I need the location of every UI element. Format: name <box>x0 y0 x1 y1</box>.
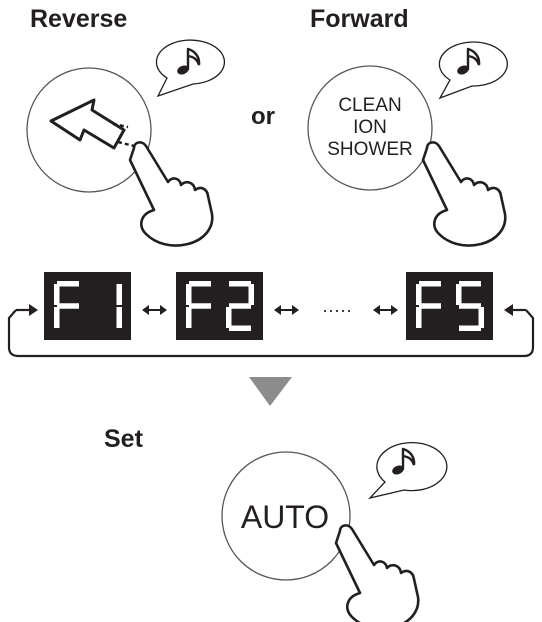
display-segment-F-g <box>57 303 79 309</box>
display-segment-F-a <box>57 281 79 287</box>
cycle-entry-arrowhead <box>29 304 38 316</box>
set-heading: Set <box>104 425 144 453</box>
display-segment-F-a <box>189 281 211 287</box>
display-segment-F-f <box>416 284 422 305</box>
auto-button[interactable] <box>221 451 351 581</box>
display-segment-2-a <box>229 281 251 287</box>
display-segment-2-g <box>229 303 251 309</box>
ellipsis: ····· <box>322 300 352 320</box>
display-segment-5-c <box>478 307 484 328</box>
clean-label: CLEAN <box>338 95 401 116</box>
display-segment-F-e <box>416 307 422 328</box>
display-segment-5-a <box>459 281 481 287</box>
reverse-heading: Reverse <box>30 5 127 33</box>
reverse-hand-icon <box>128 141 214 247</box>
cycle-exit-arrowhead <box>504 304 513 316</box>
display-f5-digits <box>416 281 484 331</box>
display-segment-F-e <box>186 307 192 328</box>
clean-ion-shower-button[interactable] <box>307 65 433 191</box>
display-segment-2-d <box>229 325 251 331</box>
display-segment-5-f <box>456 284 462 305</box>
display-segment-F-g <box>189 303 211 309</box>
forward-hand-icon <box>421 141 507 247</box>
reverse-chime-bubble <box>155 39 226 98</box>
display-segment-F-a <box>419 281 441 287</box>
display-f2-digits <box>186 281 254 331</box>
display-segment-2-e <box>226 307 232 328</box>
set-chime-bubble <box>368 442 448 500</box>
auto-label: AUTO <box>241 499 329 535</box>
display-segment-F-f <box>186 284 192 305</box>
display-segment-2-b <box>248 284 254 305</box>
cycle-loop-line <box>7 309 535 358</box>
display-segment-5-d <box>459 325 481 331</box>
down-arrow-icon <box>249 377 292 406</box>
arrow-left-icon <box>49 98 135 150</box>
display-f1-digits <box>54 281 122 328</box>
bidirectional-arrow-icon <box>142 305 167 315</box>
display-segment-F-g <box>419 303 441 309</box>
shower-label: SHOWER <box>327 139 413 160</box>
display-cycle: ····· <box>7 272 535 358</box>
display-segment-F-e <box>54 307 60 328</box>
forward-chime-bubble <box>438 41 508 100</box>
display-segment-1-c <box>116 307 122 328</box>
set-hand-icon <box>334 524 420 622</box>
bidirectional-arrow-icon <box>373 305 398 315</box>
bidirectional-arrow-icon <box>274 305 299 315</box>
forward-heading: Forward <box>310 5 409 33</box>
or-label: or <box>251 103 275 130</box>
ion-label: ION <box>353 117 387 138</box>
display-segment-1-b <box>116 284 122 305</box>
display-segment-5-g <box>459 303 481 309</box>
display-segment-F-f <box>54 284 60 305</box>
